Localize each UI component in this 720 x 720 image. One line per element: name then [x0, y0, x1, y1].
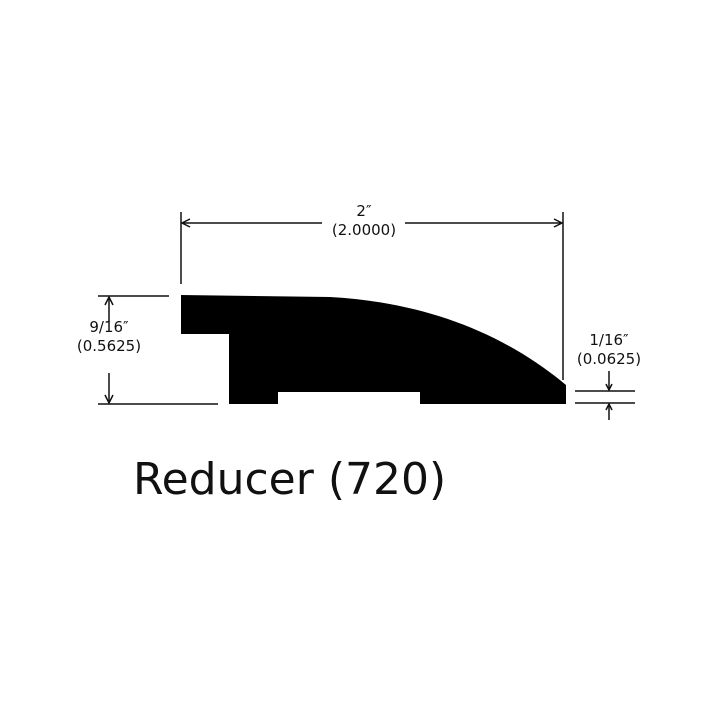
left-height-label: 9/16″ (0.5625): [66, 318, 152, 356]
diagram-title: Reducer (720): [133, 454, 447, 505]
reducer-profile-shape: [181, 295, 566, 404]
width-label: 2″ (2.0000): [312, 202, 416, 240]
left-height-decimal: (0.5625): [76, 337, 142, 355]
right-height-decimal: (0.0625): [576, 350, 642, 368]
right-height-dimension-lines: [575, 371, 635, 420]
right-height-fraction: 1/16″: [589, 331, 629, 349]
left-height-fraction: 9/16″: [89, 318, 129, 336]
width-fraction: 2″: [356, 202, 372, 220]
right-height-label: 1/16″ (0.0625): [566, 331, 652, 369]
left-height-dimension-lines: [98, 295, 218, 405]
width-dimension-lines: [180, 212, 564, 380]
width-decimal: (2.0000): [331, 221, 397, 239]
